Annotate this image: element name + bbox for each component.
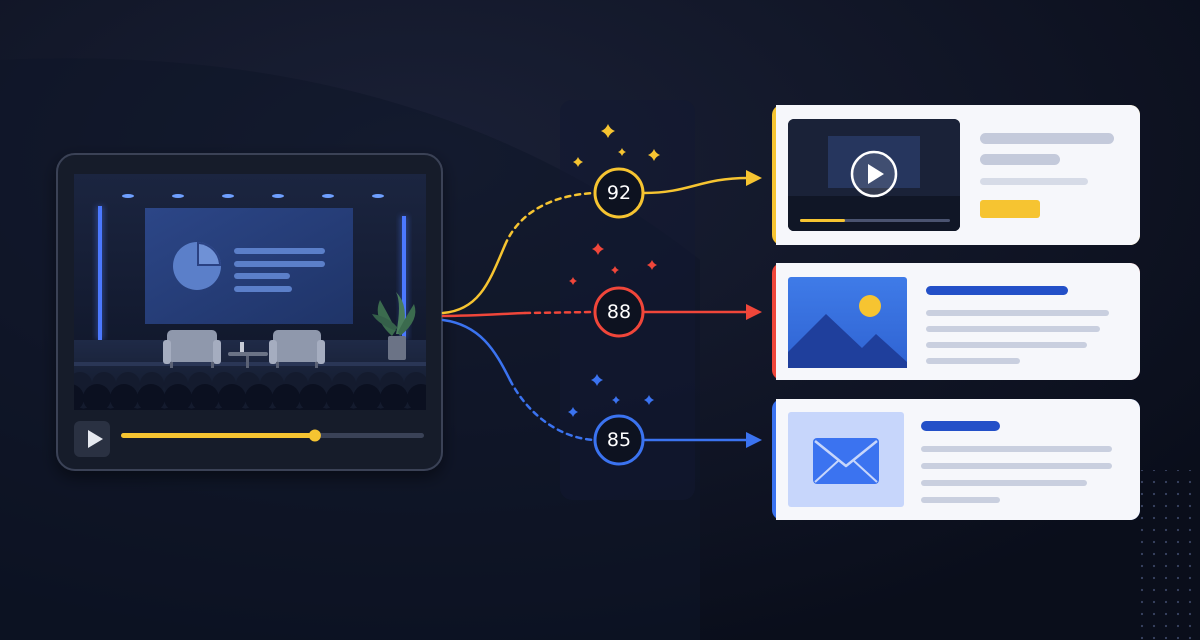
audience-head <box>326 384 354 410</box>
score-value-video: 92 <box>607 182 631 204</box>
score-video: 92 <box>593 167 645 219</box>
skeleton-line <box>926 342 1087 348</box>
sparkle-icon <box>648 149 660 161</box>
skeleton-title <box>921 421 1000 431</box>
audience-body <box>189 408 221 410</box>
audience-head <box>353 384 381 410</box>
progress-fill <box>121 433 315 438</box>
audience-body <box>270 408 302 410</box>
audience-body <box>81 408 113 410</box>
envelope-icon <box>813 438 879 484</box>
audience-head <box>218 384 246 410</box>
audience-silhouettes <box>74 372 426 410</box>
audience-body <box>162 408 194 410</box>
audience-head <box>299 384 327 410</box>
audience-body <box>351 408 383 410</box>
email-card[interactable] <box>772 399 1140 520</box>
armchair-right <box>269 330 325 368</box>
audience-head <box>83 384 111 410</box>
connector-image-solid <box>441 311 527 318</box>
sparkles <box>568 124 660 417</box>
connector-email-solid <box>441 318 512 382</box>
skeleton-line <box>921 497 1000 503</box>
skeleton-line <box>921 446 1112 452</box>
play-circle-icon <box>850 150 898 198</box>
skeleton-line <box>926 310 1109 316</box>
dot-grid <box>1140 470 1200 640</box>
skeleton-line <box>926 326 1100 332</box>
audience-body <box>135 408 167 410</box>
score-image: 88 <box>593 286 645 338</box>
arrow-line-video <box>642 176 750 195</box>
armchair-left <box>163 330 221 368</box>
audience-head <box>245 384 273 410</box>
image-card[interactable] <box>772 263 1140 380</box>
audience-head <box>407 384 426 410</box>
score-value-email: 85 <box>607 429 631 451</box>
skeleton-line <box>980 154 1060 165</box>
skeleton-line <box>980 178 1088 185</box>
connector-video-solid <box>441 243 507 315</box>
skeleton-line <box>926 358 1020 364</box>
sparkle-icon <box>592 243 604 255</box>
video-card[interactable] <box>772 105 1140 245</box>
thumbnail-progress-fill <box>800 219 845 222</box>
score-value-image: 88 <box>607 301 631 323</box>
connectors <box>441 176 750 442</box>
sparkle-icon <box>611 266 619 274</box>
play-icon <box>88 430 103 448</box>
sparkle-icon <box>612 396 620 404</box>
sparkle-icon <box>601 124 615 138</box>
arrowhead-video-icon <box>746 170 762 186</box>
audience-body <box>405 408 426 410</box>
sparkle-icon <box>569 277 577 285</box>
sparkle-icon <box>573 157 583 167</box>
audience-head <box>272 384 300 410</box>
sparkle-icon <box>618 148 626 156</box>
image-icon <box>788 277 907 368</box>
connector-video-dashed <box>503 191 596 247</box>
potted-plant <box>372 292 416 360</box>
slide-text-lines <box>234 248 325 292</box>
audience-body <box>297 408 329 410</box>
audience-head <box>74 384 84 410</box>
audience-head <box>164 384 192 410</box>
audience-body <box>243 408 275 410</box>
sparkle-icon <box>644 395 654 405</box>
audience-head <box>137 384 165 410</box>
sparkle-icon <box>568 407 578 417</box>
pie-chart-icon <box>173 242 221 290</box>
sparkle-icon <box>591 374 603 386</box>
audience-body <box>216 408 248 410</box>
stage-scene <box>74 194 426 410</box>
sparkle-icon <box>647 260 657 270</box>
audience-body <box>378 408 410 410</box>
score-email: 85 <box>593 414 645 466</box>
skeleton-line <box>980 133 1114 144</box>
connector-image-dashed <box>523 310 596 315</box>
ceiling-lights <box>122 194 384 198</box>
arrowhead-email-icon <box>746 432 762 448</box>
audience-body <box>108 408 140 410</box>
skeleton-line <box>921 480 1087 486</box>
audience-head <box>110 384 138 410</box>
arrowhead-image-icon <box>746 304 762 320</box>
side-table <box>228 342 268 368</box>
progress-knob[interactable] <box>308 429 321 442</box>
skeleton-line <box>921 463 1112 469</box>
audience-body <box>324 408 356 410</box>
cta-button[interactable] <box>980 200 1040 218</box>
audience-head <box>380 384 408 410</box>
audience-head <box>191 384 219 410</box>
skeleton-title <box>926 286 1068 295</box>
connector-email-dashed <box>508 378 596 442</box>
